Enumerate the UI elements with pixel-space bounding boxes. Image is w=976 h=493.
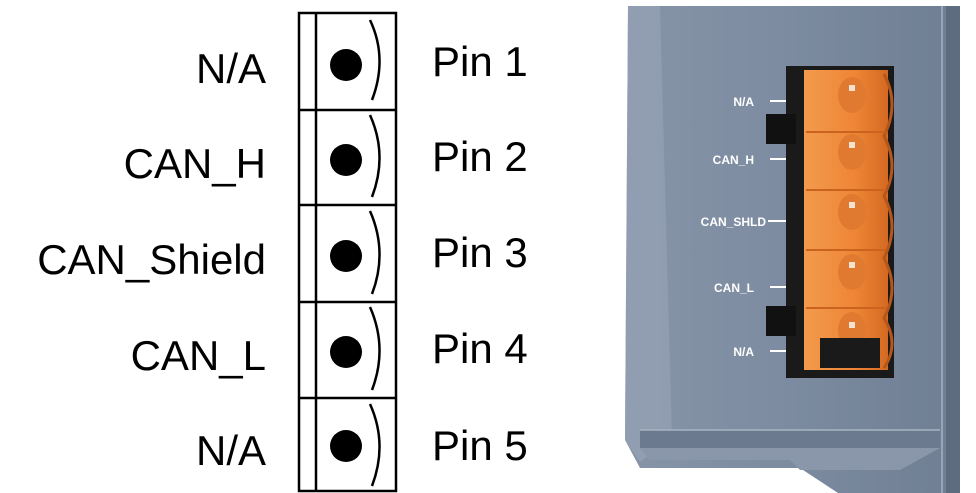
terminal-screw-5: [330, 430, 362, 462]
pin-label-2: Pin 2: [432, 133, 528, 180]
terminal-screw-3: [330, 240, 362, 272]
pin-label-1: Pin 1: [432, 38, 528, 85]
pinout-schematic: N/A CAN_H CAN_Shield CAN_L N/A Pin 1 Pin…: [37, 11, 528, 493]
photo-label-4: CAN_L: [714, 281, 754, 295]
signal-label-2: CAN_H: [124, 140, 266, 187]
photo-label-3: CAN_SHLD: [701, 215, 767, 229]
terminal-screw-2: [330, 144, 362, 176]
signal-label-5: N/A: [196, 427, 266, 474]
signal-label-3: CAN_Shield: [37, 236, 266, 283]
terminal-3: [299, 210, 396, 304]
terminal-2: [299, 114, 396, 207]
photo-label-5: N/A: [733, 345, 754, 359]
signal-label-1: N/A: [196, 45, 266, 92]
pin-label-5: Pin 5: [432, 422, 528, 469]
terminal-4: [299, 306, 396, 400]
device-photo: N/A CAN_H CAN_SHLD CAN_L N/A: [625, 6, 960, 493]
photo-label-2: CAN_H: [713, 153, 754, 167]
photo-label-1: N/A: [733, 95, 754, 109]
pin-label-3: Pin 3: [432, 229, 528, 276]
terminal-1: [299, 19, 396, 112]
signal-label-4: CAN_L: [131, 332, 266, 379]
orange-terminal-plug: [804, 70, 894, 370]
terminal-screw-1: [330, 49, 362, 81]
terminal-screw-4: [330, 336, 362, 368]
pin-label-4: Pin 4: [432, 325, 528, 372]
terminal-5: [330, 403, 381, 487]
